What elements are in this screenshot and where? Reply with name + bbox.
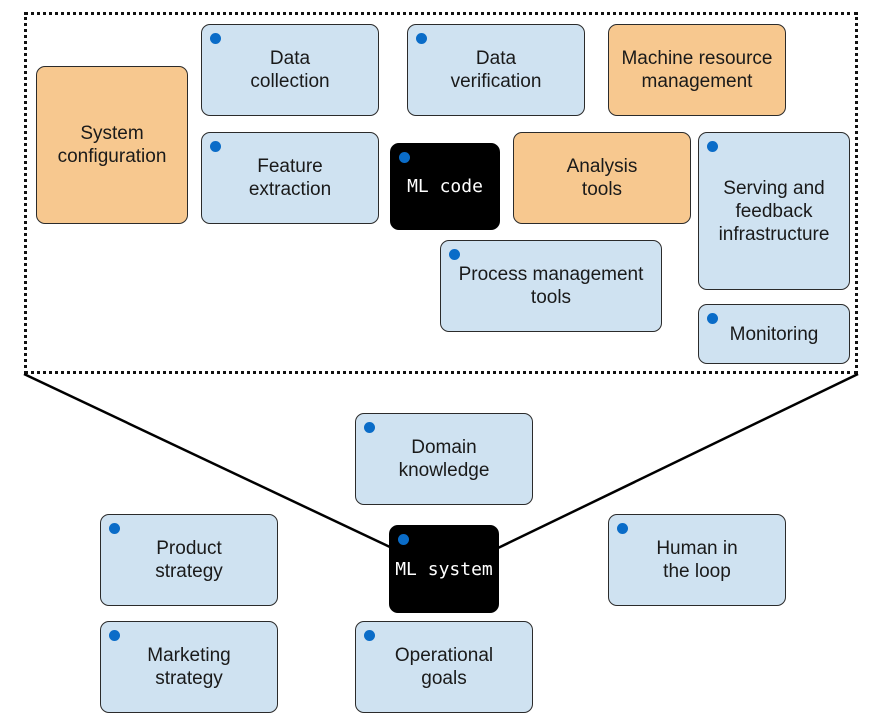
analysis-tools-label: Analysis tools (566, 156, 638, 200)
marker-dot (210, 33, 221, 44)
connector-left (23, 372, 393, 550)
ml-code-box: ML code (390, 143, 500, 230)
monitoring-box: Monitoring (698, 304, 850, 364)
marker-dot (109, 523, 120, 534)
marker-dot (617, 523, 628, 534)
serving-infrastructure-label: Serving and feedback infrastructure (718, 177, 830, 245)
data-verification-label: Data verification (450, 48, 542, 92)
marker-dot (449, 249, 460, 260)
data-verification-box: Data verification (407, 24, 585, 116)
domain-knowledge-box: Domain knowledge (355, 413, 533, 505)
ml-system-label: ML system (395, 558, 493, 580)
marker-dot (707, 141, 718, 152)
serving-infrastructure-box: Serving and feedback infrastructure (698, 132, 850, 290)
human-in-the-loop-box: Human in the loop (608, 514, 786, 606)
data-collection-label: Data collection (250, 48, 330, 92)
machine-resource-management-label: Machine resource management (621, 48, 773, 92)
marker-dot (364, 422, 375, 433)
ml-system-detail-frame (24, 12, 858, 374)
ml-system-box: ML system (389, 525, 499, 613)
marketing-strategy-label: Marketing strategy (147, 645, 231, 689)
machine-resource-management-box: Machine resource management (608, 24, 786, 116)
product-strategy-box: Product strategy (100, 514, 278, 606)
human-in-the-loop-label: Human in the loop (656, 538, 738, 582)
marker-dot (416, 33, 427, 44)
product-strategy-label: Product strategy (155, 538, 223, 582)
marker-dot (364, 630, 375, 641)
system-configuration-label: System configuration (57, 123, 167, 167)
ml-code-label: ML code (407, 176, 483, 197)
process-management-tools-box: Process management tools (440, 240, 662, 332)
marker-dot (398, 534, 409, 545)
feature-extraction-label: Feature extraction (248, 156, 332, 200)
marketing-strategy-box: Marketing strategy (100, 621, 278, 713)
marker-dot (210, 141, 221, 152)
operational-goals-box: Operational goals (355, 621, 533, 713)
domain-knowledge-label: Domain knowledge (398, 437, 490, 481)
marker-dot (109, 630, 120, 641)
marker-dot (399, 152, 410, 163)
data-collection-box: Data collection (201, 24, 379, 116)
analysis-tools-box: Analysis tools (513, 132, 691, 224)
feature-extraction-box: Feature extraction (201, 132, 379, 224)
process-management-tools-label: Process management tools (458, 264, 644, 308)
connector-right (497, 372, 859, 550)
monitoring-label: Monitoring (729, 323, 819, 345)
operational-goals-label: Operational goals (394, 645, 494, 689)
system-configuration-box: System configuration (36, 66, 188, 224)
marker-dot (707, 313, 718, 324)
